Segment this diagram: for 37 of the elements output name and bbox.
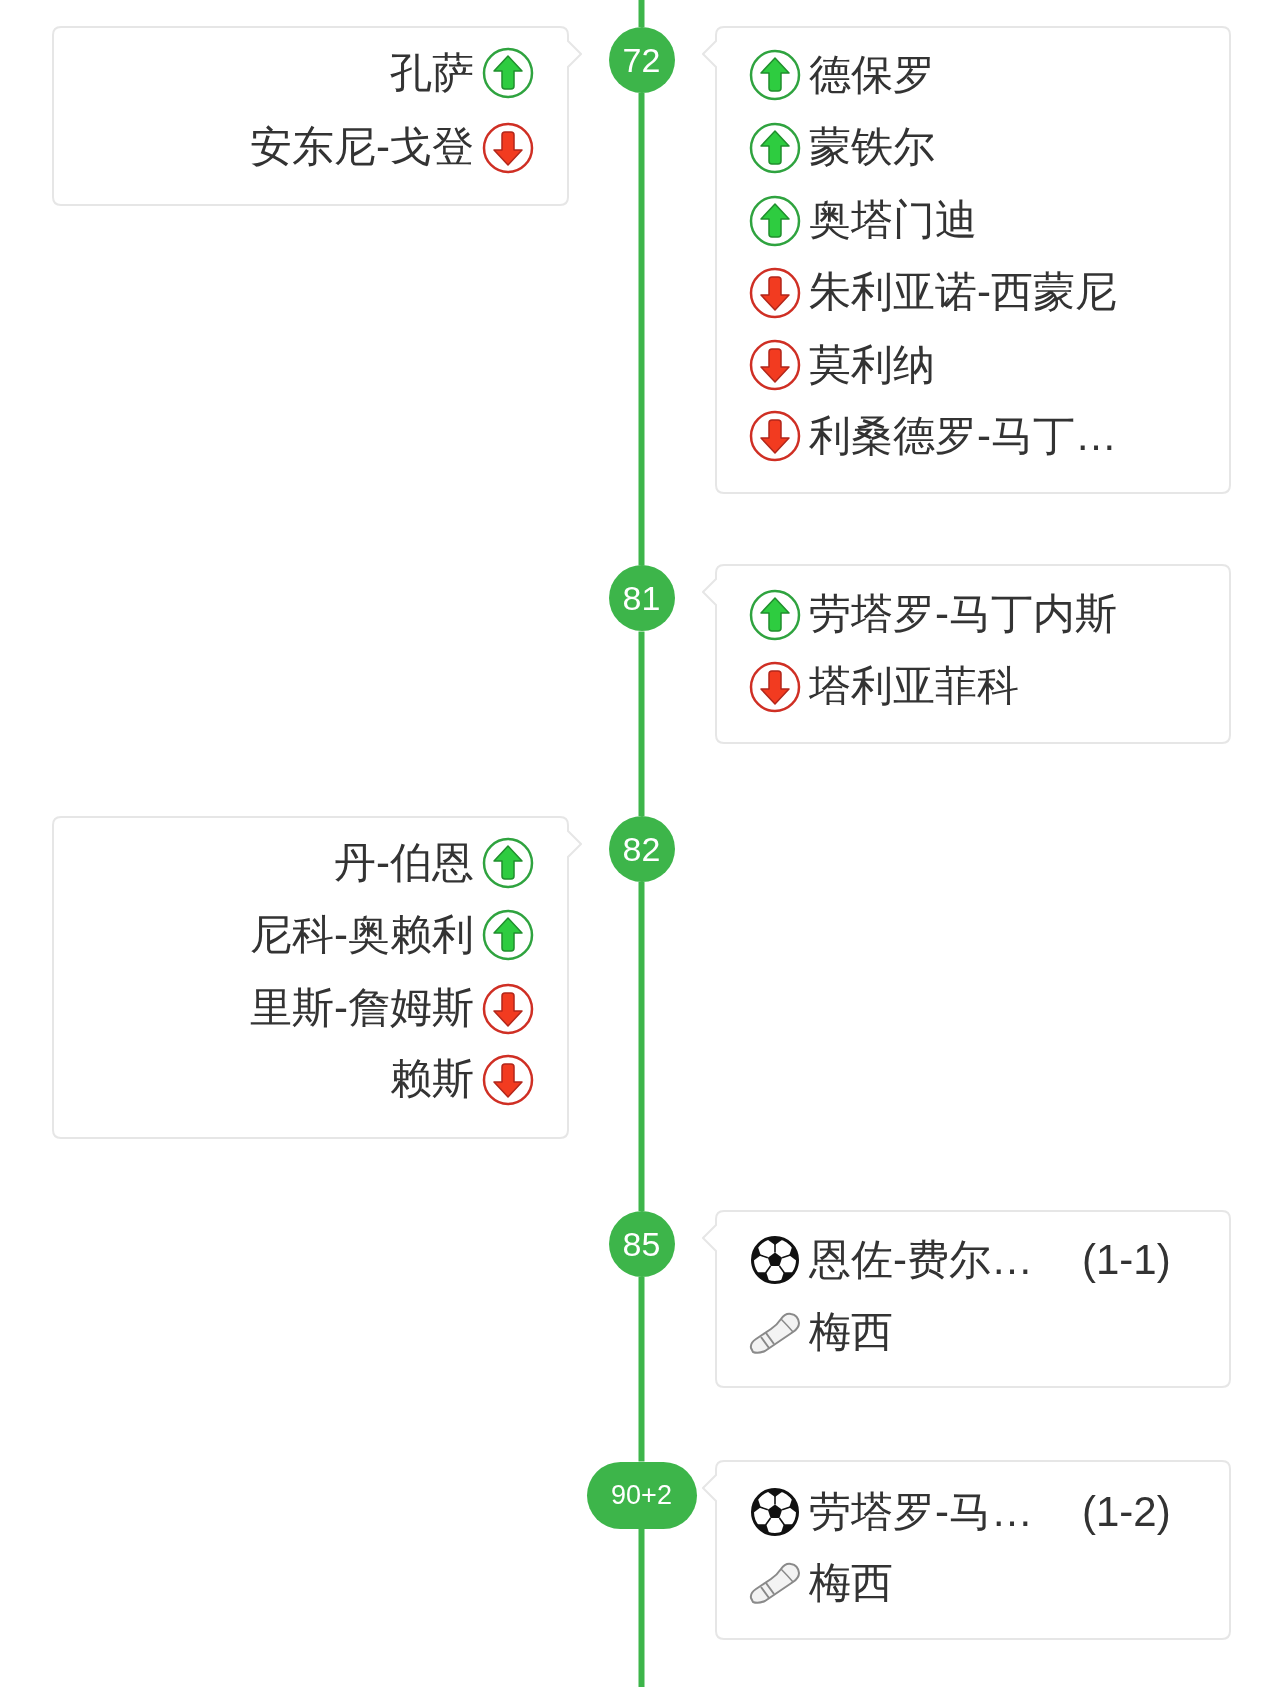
player-name: 安东尼-戈登 xyxy=(250,122,474,173)
timeline-line xyxy=(638,93,645,566)
player-name: 劳塔罗-马丁内斯 xyxy=(809,589,1117,640)
timeline-line xyxy=(638,631,645,816)
minute-badge: 81 xyxy=(608,565,675,632)
timeline-line xyxy=(638,882,645,1211)
score-text: (1-2) xyxy=(1082,1487,1171,1537)
player-name: 朱利亚诺-西蒙尼 xyxy=(809,267,1117,318)
event-card xyxy=(702,1460,1231,1640)
player-name: 利桑德罗-马丁… xyxy=(809,410,1117,461)
player-name: 蒙铁尔 xyxy=(809,122,935,173)
timeline-line xyxy=(638,0,645,27)
player-name: 塔利亚菲科 xyxy=(809,661,1019,712)
minute-badge: 85 xyxy=(608,1211,675,1277)
event-card xyxy=(702,564,1231,744)
player-name: 丹-伯恩 xyxy=(334,837,474,888)
event-card xyxy=(52,816,582,1139)
minute-badge: 72 xyxy=(608,27,675,93)
player-name: 恩佐-费尔… xyxy=(809,1234,1033,1285)
player-name: 尼科-奥赖利 xyxy=(250,909,474,960)
player-name: 赖斯 xyxy=(390,1054,474,1105)
timeline-line xyxy=(638,1528,645,1687)
event-card xyxy=(702,1210,1231,1388)
player-name: 德保罗 xyxy=(809,49,935,100)
player-name: 莫利纳 xyxy=(809,339,935,390)
player-name: 梅西 xyxy=(809,1307,893,1358)
event-card xyxy=(52,26,582,206)
player-name: 梅西 xyxy=(809,1557,893,1608)
timeline-line xyxy=(638,1277,645,1462)
player-name: 孔萨 xyxy=(390,47,474,98)
score-text: (1-1) xyxy=(1082,1235,1171,1285)
minute-badge: 90+2 xyxy=(586,1461,697,1529)
minute-badge: 82 xyxy=(608,816,675,882)
event-card xyxy=(702,26,1231,494)
player-name: 里斯-詹姆斯 xyxy=(250,983,474,1034)
player-name: 劳塔罗-马… xyxy=(809,1486,1033,1537)
player-name: 奥塔门迪 xyxy=(809,195,977,246)
